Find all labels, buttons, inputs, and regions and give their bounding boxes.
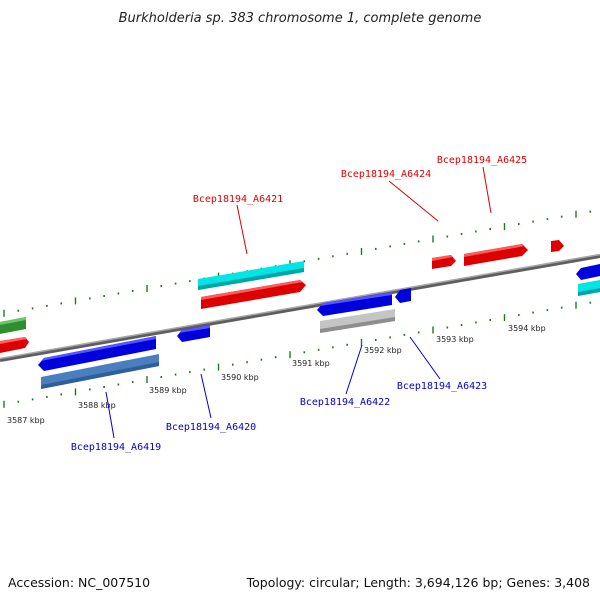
gene-label-6419[interactable]: Bcep18194_A6419 [71,442,161,453]
gene-cyan-6421[interactable] [198,261,304,290]
gene-label-6425[interactable]: Bcep18194_A6425 [437,155,527,166]
kbp-label-3589: 3589 kbp [149,386,187,395]
leader-lines [105,166,492,439]
gene-label-6423[interactable]: Bcep18194_A6423 [397,381,487,392]
gene-blue-6419[interactable] [38,336,156,371]
kbp-label-3593: 3593 kbp [436,335,474,344]
gene-blue-right[interactable] [576,264,600,280]
gene-label-6420[interactable]: Bcep18194_A6420 [166,422,256,433]
kbp-label-3590: 3590 kbp [221,373,259,382]
genome-summary-text: Topology: circular; Length: 3,694,126 bp… [246,575,590,590]
kbp-label-3592: 3592 kbp [364,346,402,355]
gene-red-6421[interactable] [201,280,306,309]
gene-steelblue-6419[interactable] [41,354,159,389]
gene-label-6422[interactable]: Bcep18194_A6422 [300,397,390,408]
map-title: Burkholderia sp. 383 chromosome 1, compl… [119,11,482,26]
gene-blue-6420[interactable] [177,325,210,342]
gene-forward-green[interactable] [0,317,26,334]
gene-blue-6422[interactable] [317,292,392,316]
accession-text: Accession: NC_007510 [8,575,150,590]
backbone [0,253,600,362]
gene-label-6424[interactable]: Bcep18194_A6424 [341,169,431,180]
gene-label-6421[interactable]: Bcep18194_A6421 [193,194,283,205]
lower-tick-row [3,301,592,408]
kbp-label-3587: 3587 kbp [7,416,45,425]
gene-forward-red-left[interactable] [0,337,29,353]
gene-red-6425[interactable] [464,244,528,266]
gene-grey-6422[interactable] [320,309,395,333]
gene-blue-6423[interactable] [395,288,411,303]
kbp-label-3588: 3588 kbp [78,401,116,410]
upper-tick-row [3,210,592,317]
kbp-label-3591: 3591 kbp [292,359,330,368]
kbp-label-3594: 3594 kbp [508,324,546,333]
gene-red-small[interactable] [551,240,564,252]
gene-red-6424[interactable] [432,255,456,269]
gene-cyan-right[interactable] [578,280,600,296]
